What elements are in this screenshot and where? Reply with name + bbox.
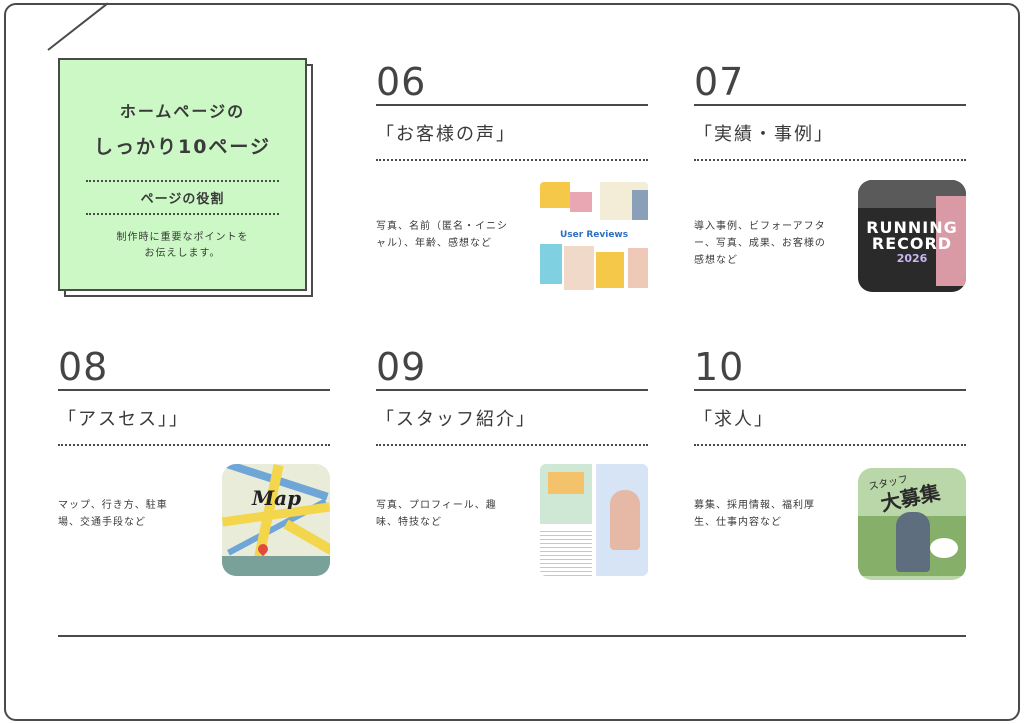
intro-desc-line2: お伝えします。 — [144, 248, 221, 259]
bottom-rule — [58, 635, 966, 637]
intro-divider-top — [86, 180, 279, 182]
section-rule — [376, 104, 648, 106]
user-reviews-image: User Reviews — [540, 182, 648, 294]
intro-card: ホームページの しっかり10ページ ページの役割 制作時に重要なポイントを お伝… — [58, 58, 307, 291]
access-map-image: Map — [222, 464, 330, 576]
section-number: 10 — [694, 345, 745, 389]
section-08: 08 「アスセス」」 マップ、行き方、駐車場、交通手段など Map — [58, 347, 330, 577]
intro-desc-line1: 制作時に重要なポイントを — [116, 232, 249, 243]
section-06: 06 「お客様の声」 写真、名前（匿名・イニシャル）、年齢、感想など User … — [376, 60, 648, 294]
section-dotted-rule — [376, 444, 648, 446]
user-reviews-label: User Reviews — [560, 230, 629, 240]
intro-title-line2: しっかり10ページ — [93, 136, 272, 158]
section-dotted-rule — [376, 159, 648, 161]
staff-profile-image — [540, 464, 648, 576]
section-rule — [694, 389, 966, 391]
intro-subtitle: ページの役割 — [140, 192, 225, 207]
section-title: 「実績・事例」 — [694, 124, 834, 145]
section-description: 写真、名前（匿名・イニシャル）、年齢、感想など — [376, 221, 508, 249]
section-rule — [376, 389, 648, 391]
intro-title-line1: ホームページの — [119, 102, 246, 121]
section-09: 09 「スタッフ紹介」 写真、プロフィール、趣味、特技など — [376, 347, 648, 577]
section-dotted-rule — [58, 444, 330, 446]
section-number: 07 — [694, 60, 745, 104]
map-label: Map — [252, 486, 302, 510]
section-dotted-rule — [694, 159, 966, 161]
section-title: 「お客様の声」 — [376, 124, 516, 145]
intro-divider-bottom — [86, 213, 279, 215]
section-rule — [58, 389, 330, 391]
section-title: 「スタッフ紹介」 — [376, 409, 536, 430]
section-description: マップ、行き方、駐車場、交通手段など — [58, 500, 168, 528]
year-label: 2026 — [896, 252, 928, 265]
section-rule — [694, 104, 966, 106]
section-number: 09 — [376, 345, 427, 389]
running-label: RUNNING — [866, 218, 958, 237]
section-dotted-rule — [694, 444, 966, 446]
section-title: 「求人」 — [694, 409, 774, 430]
section-title: 「アスセス」」 — [58, 409, 189, 430]
section-07: 07 「実績・事例」 導入事例、ビフォーアフター、写真、成果、お客様の感想など … — [694, 62, 966, 292]
record-label: RECORD — [871, 234, 953, 253]
staff-recruit-image: スタッフ 大募集 — [858, 468, 966, 580]
running-record-image: RUNNING RECORD 2026 — [858, 180, 966, 292]
section-description: 写真、プロフィール、趣味、特技など — [376, 500, 497, 528]
section-description: 導入事例、ビフォーアフター、写真、成果、お客様の感想など — [694, 221, 826, 266]
section-number: 08 — [58, 345, 109, 389]
section-10: 10 「求人」 募集、採用情報、福利厚生、仕事内容など スタッフ 大募集 — [694, 345, 966, 580]
intro-description: 制作時に重要なポイントを お伝えします。 — [60, 230, 305, 262]
section-description: 募集、採用情報、福利厚生、仕事内容など — [694, 500, 815, 528]
section-number: 06 — [376, 60, 427, 104]
